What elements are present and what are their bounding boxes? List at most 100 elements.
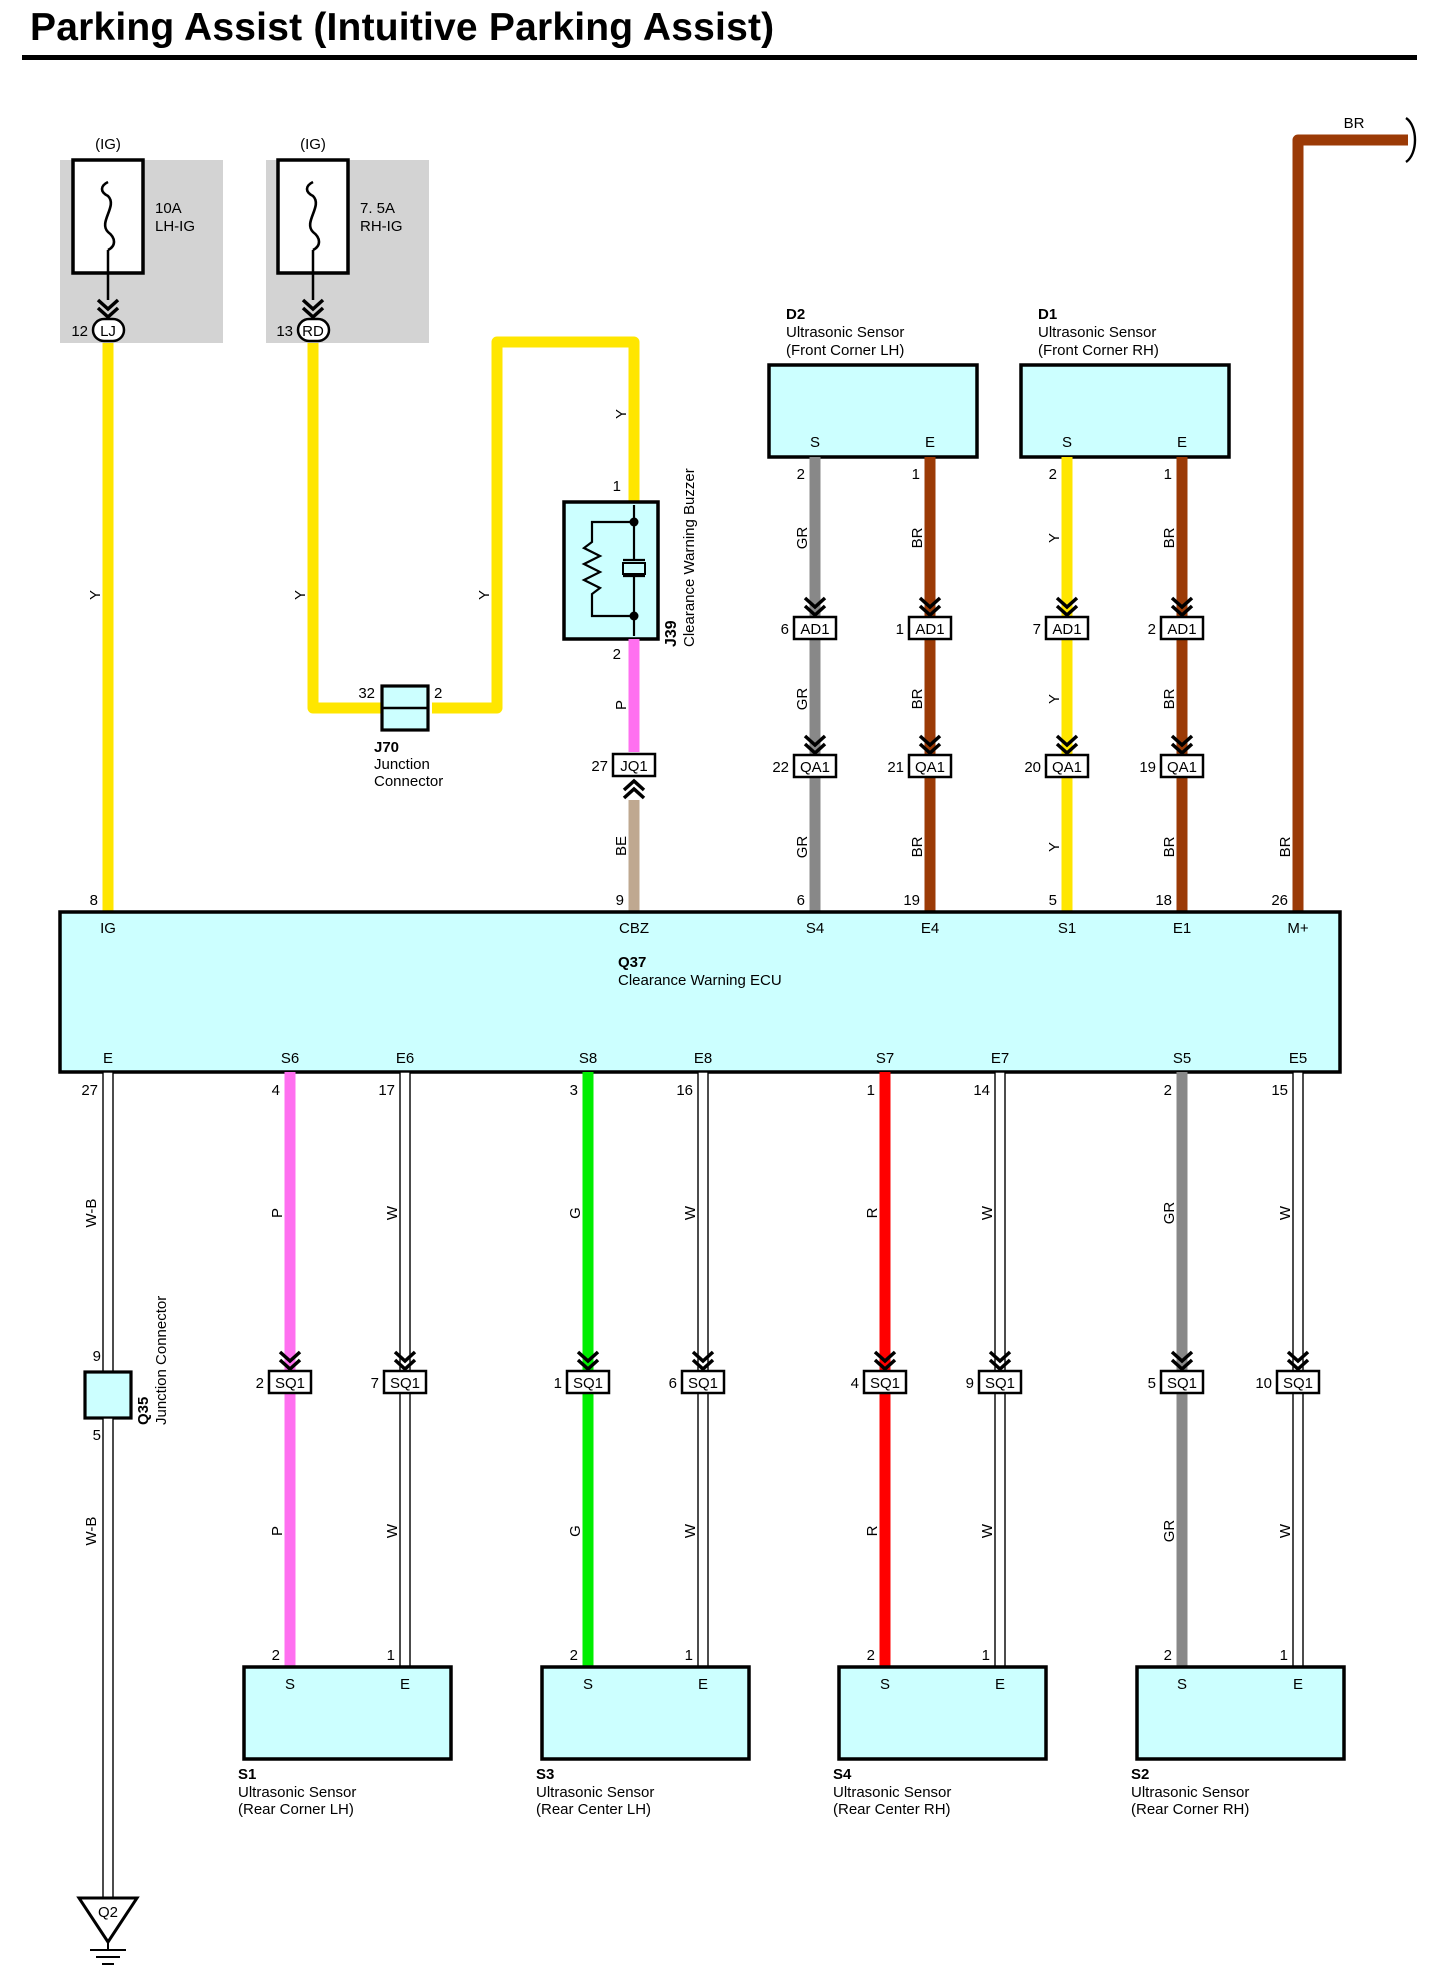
- sensor-d1-e-qa1-pin: 19: [1139, 759, 1156, 776]
- sensor-d1-box: [1019, 363, 1231, 459]
- sensor-s4-e-label-2: W: [979, 1523, 996, 1538]
- sensor-s2-line2: (Rear Corner RH): [1131, 1801, 1249, 1818]
- buzzer-node-bottom: [629, 611, 639, 621]
- sensor-s1-e-sq1-chevron: [393, 1350, 417, 1372]
- sensor-d2-e-qa1-pin: 21: [887, 759, 904, 776]
- sensor-d2-s-qa1-box: [792, 753, 838, 779]
- sensor-d2-e-terminal: E: [925, 434, 935, 451]
- sensor-s1-s-sq1-pin: 2: [256, 1375, 264, 1392]
- ground-label: Q2: [98, 1904, 118, 1921]
- sensor-s3-s-terminal: S: [583, 1676, 593, 1693]
- wire-m-plus-top-label: BR: [1344, 115, 1365, 132]
- j70-line2: Connector: [374, 773, 443, 790]
- sensor-s1-e-sq1-box: [382, 1369, 428, 1395]
- sensor-s4-e-sq1-label: SQ1: [985, 1375, 1015, 1392]
- sensor-d1-e-qa1-chevron: [1170, 734, 1194, 756]
- sensor-d2-e-label-1: BR: [909, 527, 926, 548]
- sensor-d1-line1: Ultrasonic Sensor: [1038, 324, 1156, 341]
- sensor-d2-e-ad1-box: [907, 615, 953, 641]
- sensor-s1-code: S1: [238, 1766, 256, 1783]
- q35-box: [83, 1370, 133, 1420]
- sensor-s1-s-terminal: S: [285, 1676, 295, 1693]
- ecu-bottom-label-8: E5: [1289, 1050, 1307, 1067]
- ecu-box: [58, 910, 1342, 1074]
- sensor-s4-line1: Ultrasonic Sensor: [833, 1784, 951, 1801]
- sensor-d1-e-ad1-chevron: [1170, 596, 1194, 618]
- sensor-s1-e-sq1-label: SQ1: [390, 1375, 420, 1392]
- jq1-box: [611, 752, 657, 778]
- sensor-s2-line1: Ultrasonic Sensor: [1131, 1784, 1249, 1801]
- sensor-s3-s-label-1: G: [567, 1207, 584, 1219]
- sensor-d2-code: D2: [786, 306, 805, 323]
- sensor-d1-s-label-2: Y: [1046, 694, 1063, 704]
- sensor-s3-s-sq1-box: [565, 1369, 611, 1395]
- sensor-s2-s-terminal: S: [1177, 1676, 1187, 1693]
- fuse-lh-ig-connector: [91, 317, 126, 343]
- buzzer-node-top: [629, 517, 639, 527]
- sensor-d1-s-ad1-pin: 7: [1033, 621, 1041, 638]
- sensor-s4-s-terminal: S: [880, 1676, 890, 1693]
- sensor-s2-e-sq1-box: [1275, 1369, 1321, 1395]
- ecu-top-label-2: S4: [806, 920, 824, 937]
- ground-earth-icon: [90, 1942, 126, 1965]
- ecu-bottom-label-0: E: [103, 1050, 113, 1067]
- sensor-s4-e-pin: 1: [982, 1647, 990, 1664]
- j70-code: J70: [374, 739, 399, 756]
- wire-ground-upper: [102, 1071, 114, 1373]
- sensor-d2-line1: Ultrasonic Sensor: [786, 324, 904, 341]
- ecu-bottom-pin-2: 17: [378, 1082, 395, 1099]
- sensor-d1-line2: (Front Corner RH): [1038, 342, 1159, 359]
- sensor-d2-e-qa1-chevron: [918, 734, 942, 756]
- j70-pin-right: 2: [434, 685, 442, 702]
- sensor-s3-e-terminal: E: [698, 1676, 708, 1693]
- fuse-rh-ig-element: [305, 180, 321, 252]
- sensor-s1-line2: (Rear Corner LH): [238, 1801, 354, 1818]
- buzzer-code: J39: [663, 620, 680, 647]
- sensor-s1-s-label-1: P: [269, 1208, 286, 1218]
- sensor-s3-line2: (Rear Center LH): [536, 1801, 651, 1818]
- sensor-d1-e-ad1-box: [1159, 615, 1205, 641]
- sensor-s4-e-sq1-box: [977, 1369, 1023, 1395]
- ecu-code: Q37: [618, 954, 646, 971]
- sensor-s1-line1: Ultrasonic Sensor: [238, 1784, 356, 1801]
- sensor-d2-e-ad1-pin: 1: [896, 621, 904, 638]
- ecu-name: Clearance Warning ECU: [618, 972, 782, 989]
- ecu-top-pin-0: 8: [90, 892, 98, 909]
- page-title: Parking Assist (Intuitive Parking Assist…: [30, 6, 775, 49]
- sensor-d1-e-pin: 1: [1164, 466, 1172, 483]
- fuse-rh-ig-rating: 7. 5A: [360, 200, 395, 217]
- sensor-s3-s-sq1-chevron: [576, 1350, 600, 1372]
- ecu-top-label-6: M+: [1287, 920, 1308, 937]
- sensor-s2-code: S2: [1131, 1766, 1149, 1783]
- buzzer-pin-bottom: 2: [613, 646, 621, 663]
- sensor-d1-s-ad1-box: [1044, 615, 1090, 641]
- wire-buzzer-out-label: P: [613, 700, 630, 710]
- sensor-d1-code: D1: [1038, 306, 1057, 323]
- sensor-d1-s-ad1-chevron: [1055, 596, 1079, 618]
- sensor-s4-e-sq1-chevron: [988, 1350, 1012, 1372]
- ecu-bottom-pin-3: 3: [570, 1082, 578, 1099]
- wire-buzzer-feed: [432, 336, 640, 714]
- fuse-rh-ig-name: RH-IG: [360, 218, 403, 235]
- sensor-s3-line1: Ultrasonic Sensor: [536, 1784, 654, 1801]
- ecu-bottom-pin-6: 14: [973, 1082, 990, 1099]
- wire-ground-label-2: W-B: [83, 1517, 100, 1546]
- sensor-s4-code: S4: [833, 1766, 852, 1783]
- sensor-d2-box: [767, 363, 979, 459]
- sensor-d2-s-ad1-pin: 6: [781, 621, 789, 638]
- sensor-s3-s-sq1-pin: 1: [554, 1375, 562, 1392]
- sensor-s4-s-sq1-label: SQ1: [870, 1375, 900, 1392]
- sensor-s2-s-sq1-chevron: [1170, 1350, 1194, 1372]
- sensor-d1-s-ad1-label: AD1: [1052, 621, 1081, 638]
- ecu-top-pin-6: 26: [1271, 892, 1288, 909]
- sensor-d1-s-label-1: Y: [1046, 533, 1063, 543]
- sensor-s4-s-pin: 2: [867, 1647, 875, 1664]
- fuse-lh-ig-element: [100, 180, 116, 252]
- sensor-s3-e-sq1-box: [680, 1369, 726, 1395]
- sensor-d1-e-ad1-pin: 2: [1148, 621, 1156, 638]
- sensor-s4-line2: (Rear Center RH): [833, 1801, 951, 1818]
- sensor-d1-s-terminal: S: [1062, 434, 1072, 451]
- sensor-s1-e-terminal: E: [400, 1676, 410, 1693]
- sensor-s2-s-label-1: GR: [1161, 1202, 1178, 1225]
